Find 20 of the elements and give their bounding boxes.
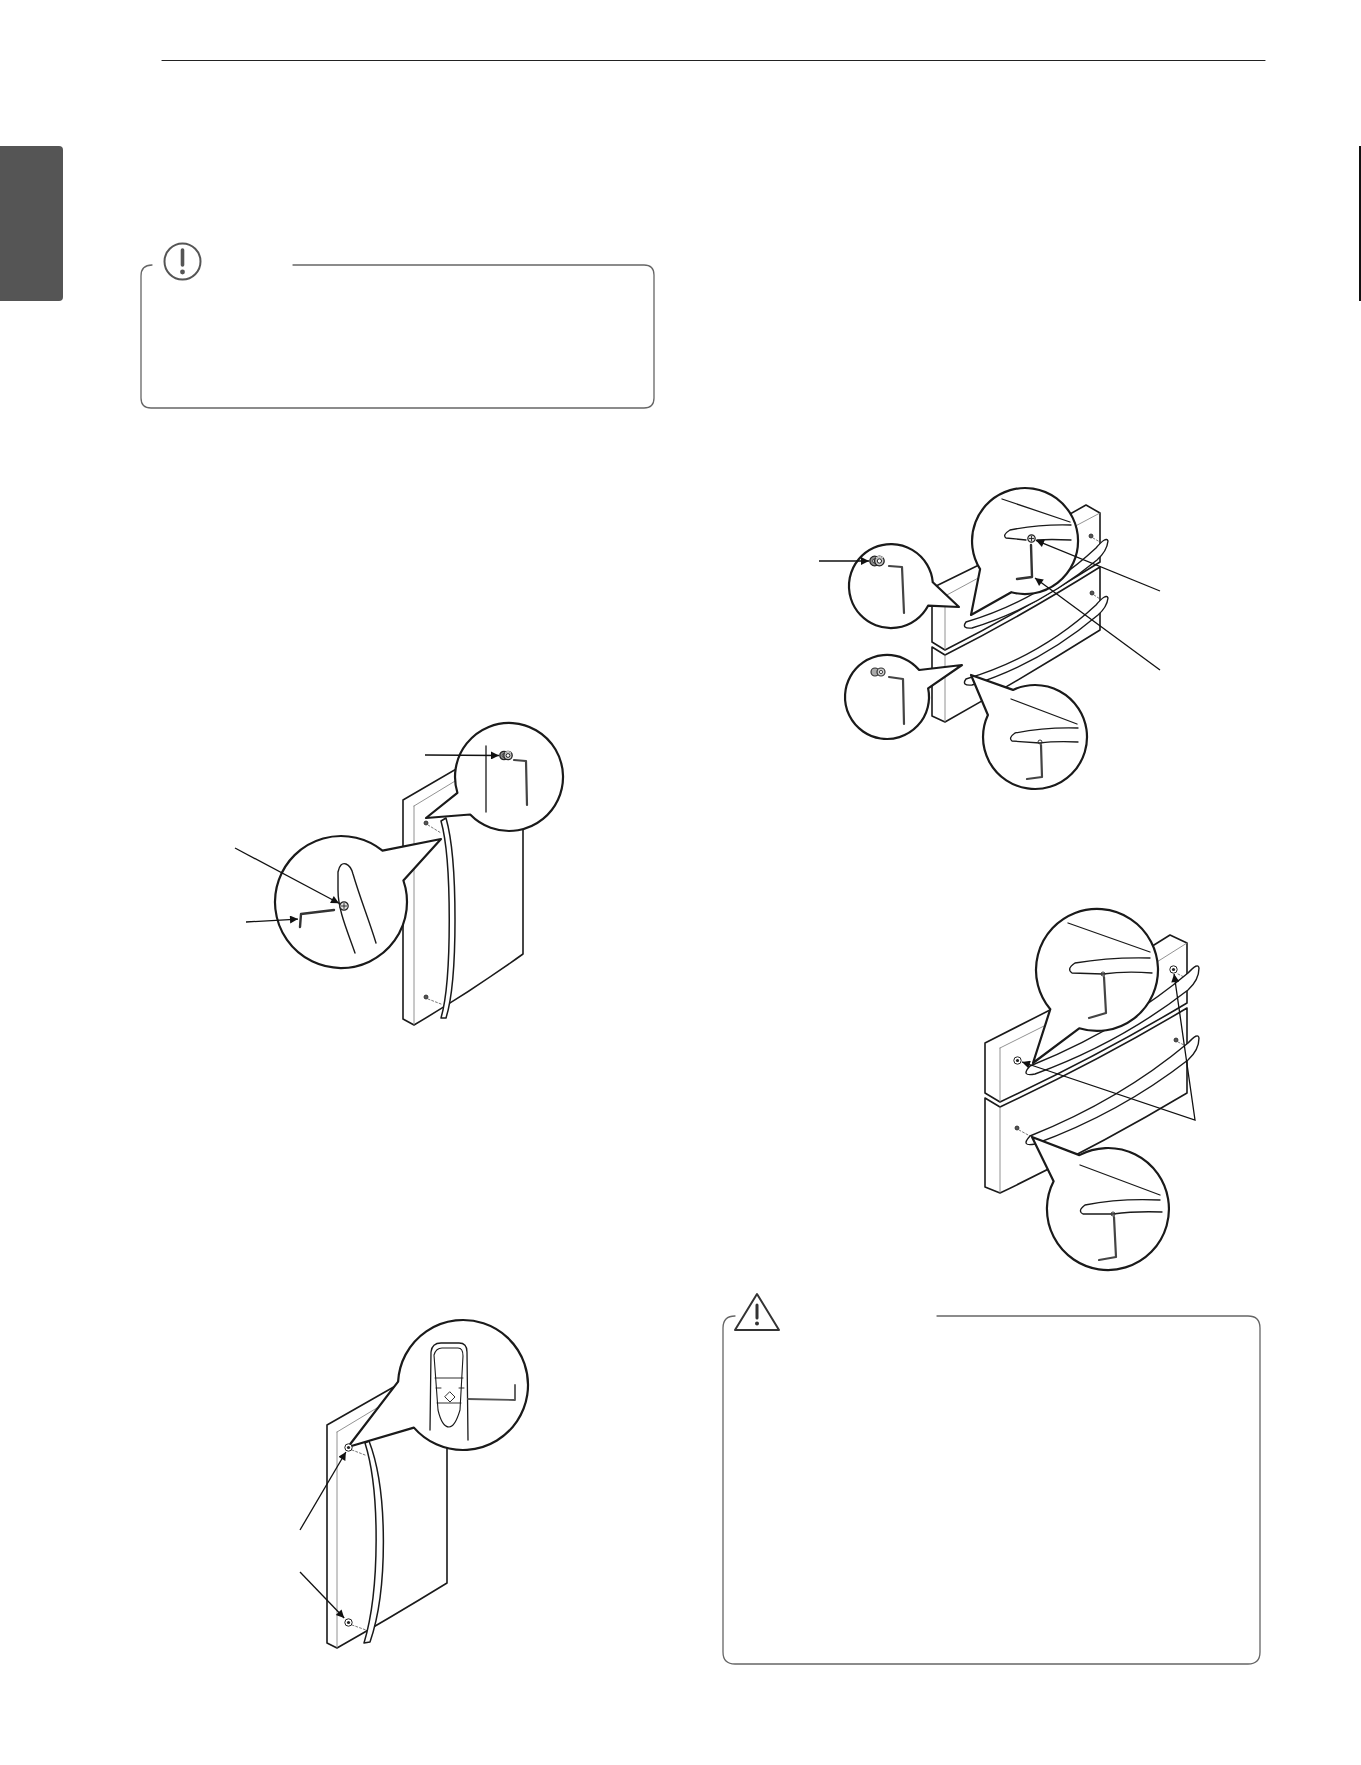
leader-arrow xyxy=(234,847,340,904)
leader-arrow xyxy=(299,1571,345,1619)
leader-arrow xyxy=(1021,973,1196,1121)
leader-arrow xyxy=(1034,577,1161,671)
screw-hole xyxy=(344,1443,353,1452)
leader-arrow xyxy=(299,1451,347,1531)
screw-hole xyxy=(344,1618,353,1627)
screw xyxy=(1027,534,1036,543)
leader-arrow xyxy=(1035,539,1161,592)
screw xyxy=(339,901,349,911)
screw-hole xyxy=(1013,1056,1022,1065)
leader-arrow xyxy=(245,915,299,924)
leader-arrow xyxy=(424,751,500,760)
hex-wrench xyxy=(298,908,336,928)
hex-wrench xyxy=(1015,544,1035,581)
washer xyxy=(499,750,513,761)
washer xyxy=(869,555,885,567)
side-tab xyxy=(0,146,63,301)
leader-arrow xyxy=(818,557,870,565)
screw-hole xyxy=(1169,965,1178,974)
